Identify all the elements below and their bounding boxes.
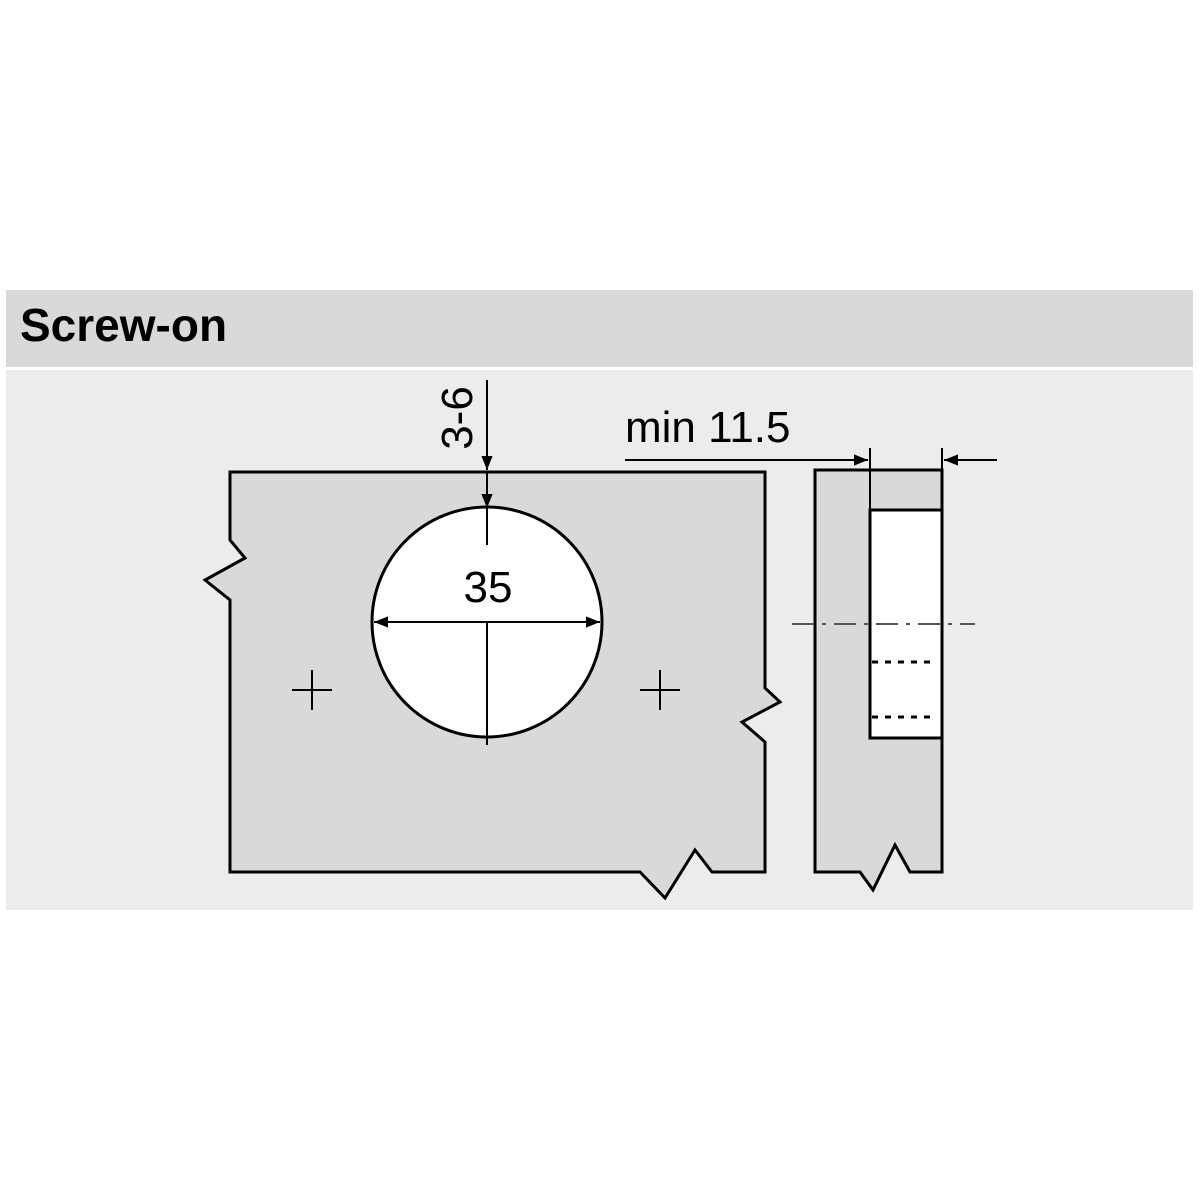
screw-position-left-icon [292,670,332,710]
min-thickness-label: min 11.5 [625,403,791,452]
edge-distance-label: 3-6 [433,386,482,450]
bore-diameter-label: 35 [464,563,513,612]
section-title: Screw-on [20,299,228,351]
section-header: Screw-on [6,290,1193,367]
screw-position-right-icon [640,670,680,710]
